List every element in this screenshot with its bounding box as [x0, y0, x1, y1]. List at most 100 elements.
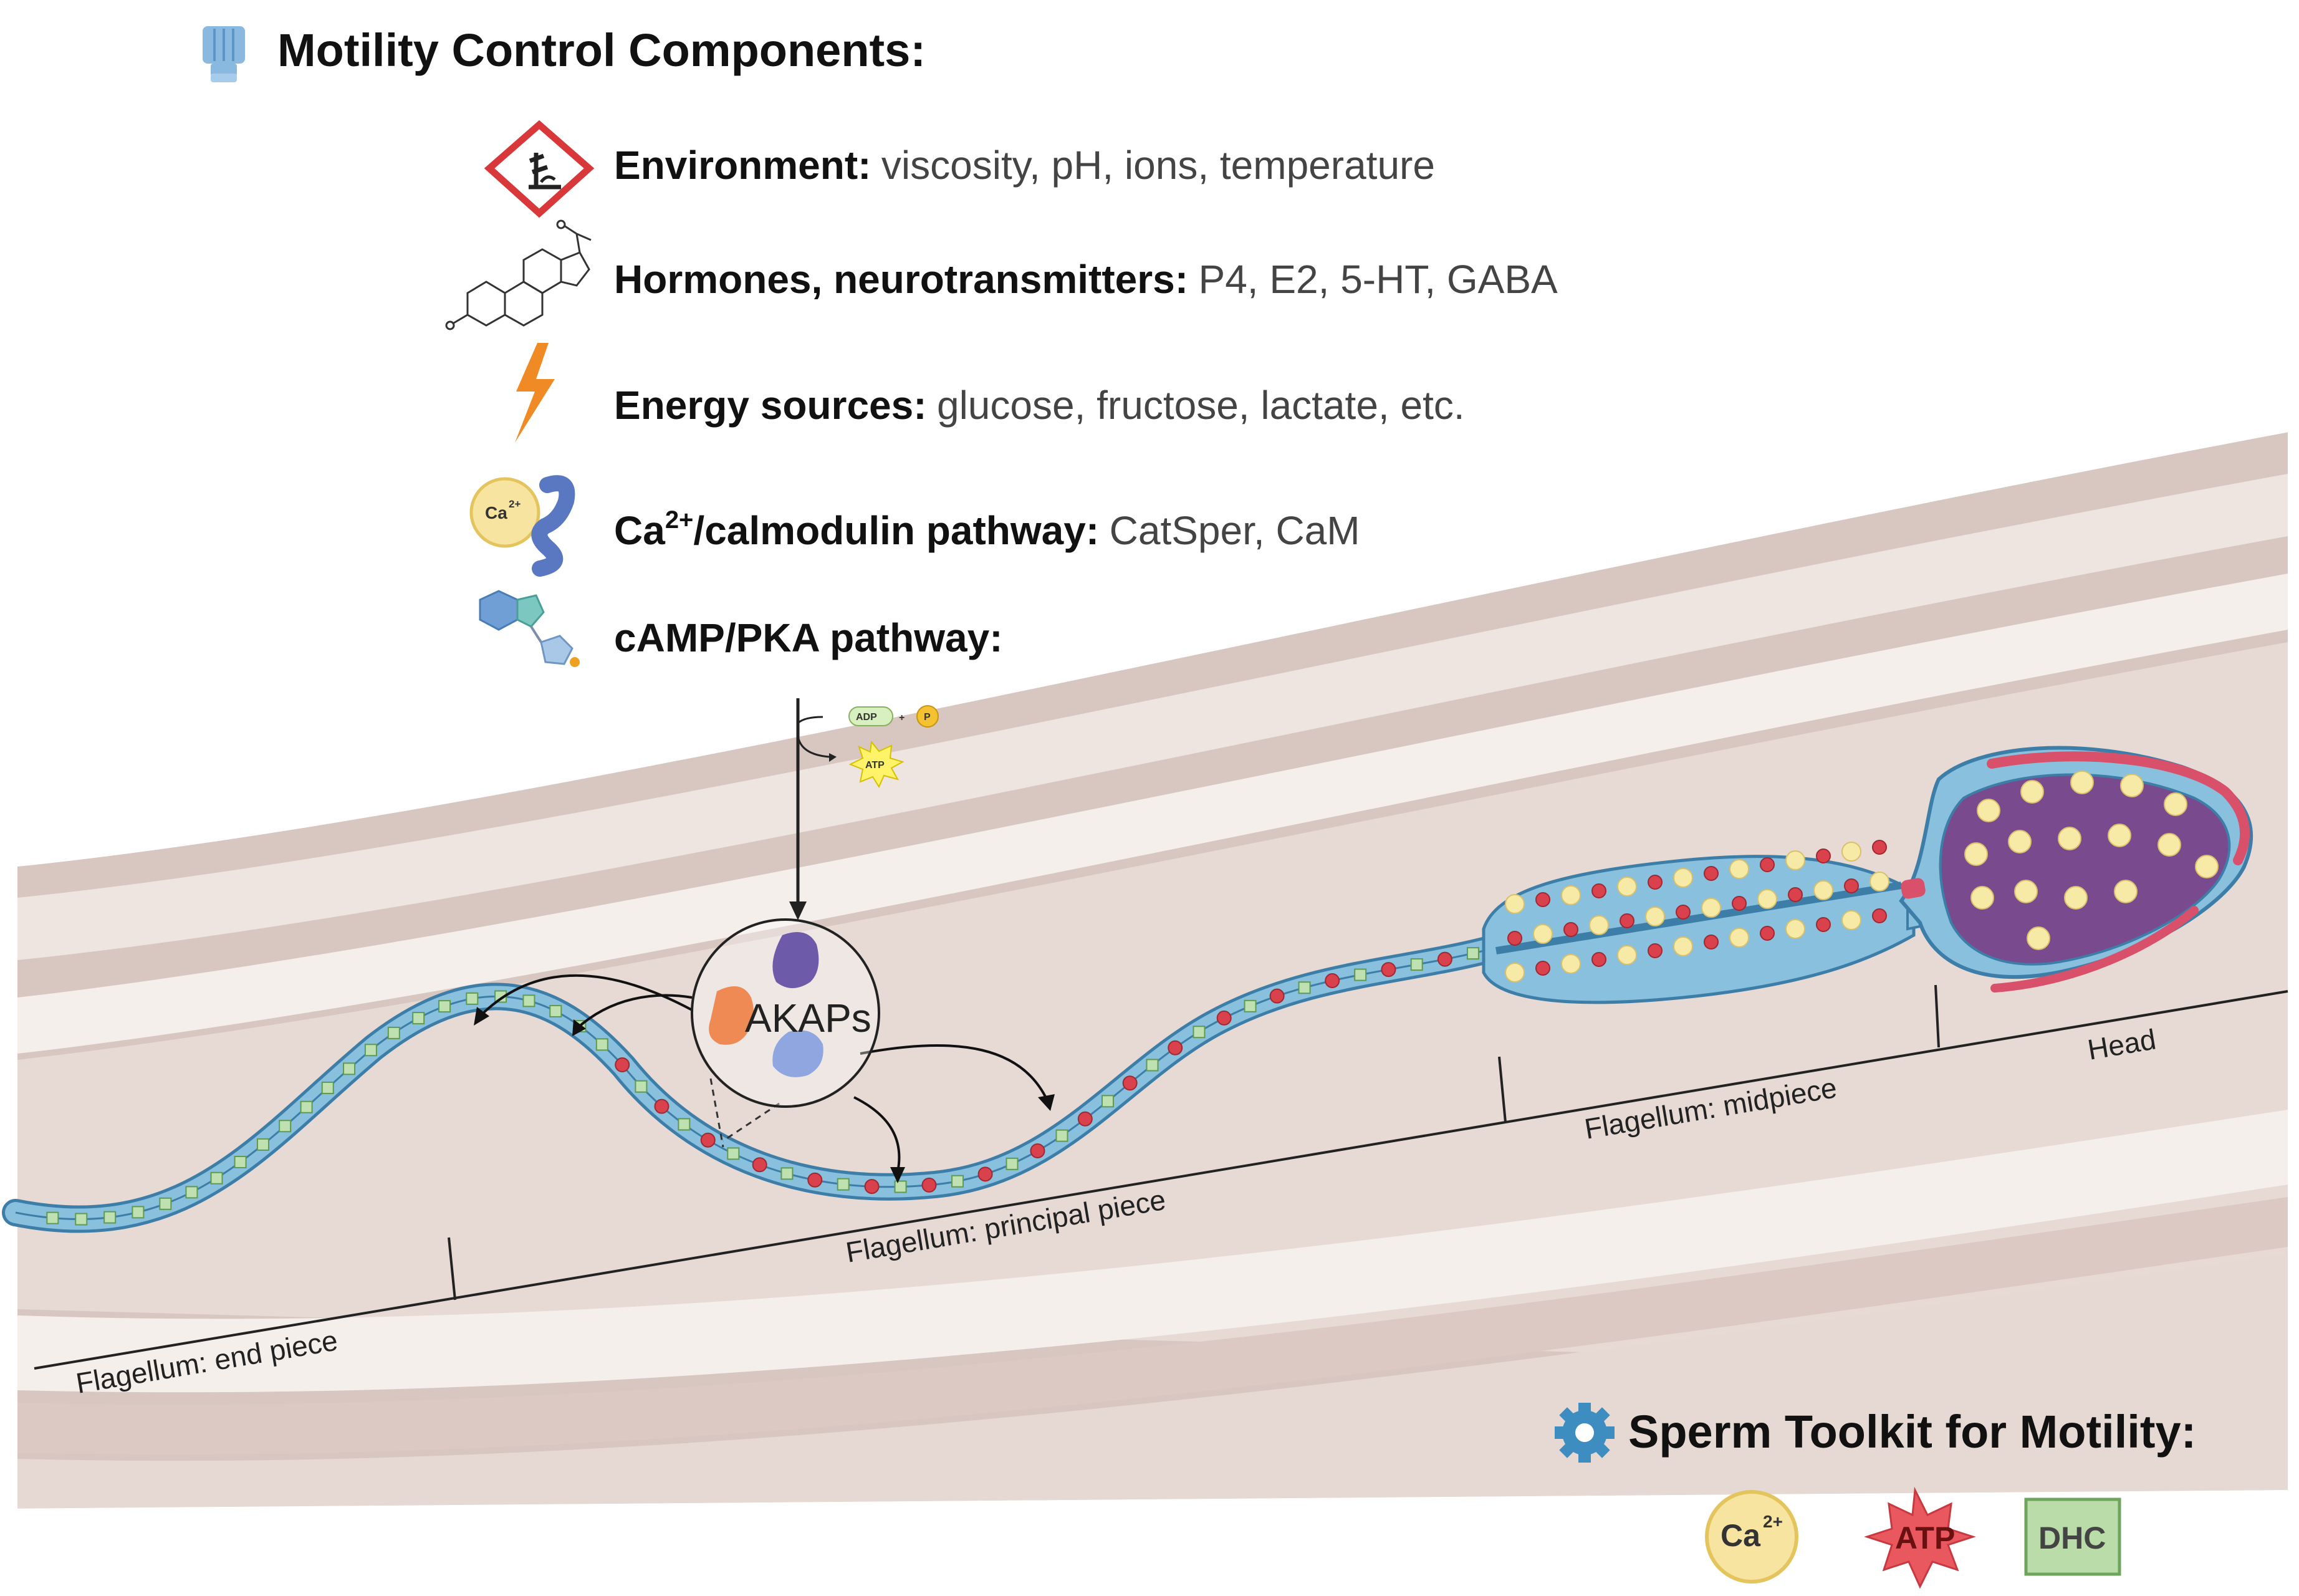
akaps-label: AKAPs [745, 996, 871, 1041]
dhc-marker [1354, 968, 1367, 981]
dhc-marker [635, 1080, 648, 1093]
dhc-marker [1193, 1026, 1206, 1039]
atp-marker [654, 1098, 670, 1114]
dhc-marker [466, 992, 479, 1005]
components-title-text: Motility Control Components: [277, 24, 926, 76]
atp-spot [1620, 913, 1634, 928]
atp-marker [807, 1172, 823, 1188]
environment-text: Environment: viscosity, pH, ions, temper… [614, 143, 1435, 188]
toolkit-dhc-text: DHC [2038, 1521, 2106, 1555]
dhc-marker [780, 1167, 794, 1180]
calcium-calmodulin-icon: Ca 2+ [469, 475, 575, 577]
akaps-complex: AKAPs [474, 918, 1055, 1183]
reproductive-tract-background [17, 430, 2288, 1509]
dhc-marker [837, 1178, 850, 1191]
mitochondria-dot [1617, 945, 1637, 965]
dhc-marker [185, 1186, 198, 1199]
mitochondria-dot [1505, 894, 1525, 914]
hormones-text: Hormones, neurotransmitters: P4, E2, 5-H… [614, 257, 1558, 302]
dhc-marker [1466, 947, 1479, 960]
dhc-marker [1298, 981, 1311, 994]
component-row-hormones: Hormones, neurotransmitters: P4, E2, 5-H… [445, 219, 1558, 330]
dhc-marker [549, 1004, 562, 1017]
atp-spot [1648, 943, 1663, 958]
atp-spot [1872, 908, 1887, 923]
head-dots [1964, 771, 2219, 950]
dhc-marker [75, 1213, 88, 1226]
dhc-marker [894, 1180, 907, 1193]
atp-spot [1872, 840, 1887, 855]
component-row-camp-pka: cAMP/PKA pathway: [479, 590, 1003, 667]
dhc-marker [1101, 1095, 1114, 1108]
dhc-marker [103, 1211, 117, 1224]
dhc-marker [159, 1197, 172, 1210]
dhc-marker [300, 1100, 313, 1113]
head-dot [2120, 774, 2144, 797]
dhc-marker [210, 1171, 223, 1185]
dhc-marker [1410, 958, 1423, 971]
head-dot [2064, 886, 2088, 910]
dhc-marker [1006, 1157, 1019, 1170]
head-dot [2058, 827, 2081, 850]
mitochondria-dot [1561, 954, 1581, 974]
atp-spot [1704, 866, 1719, 881]
atp-marker [921, 1177, 937, 1193]
head-dot [2164, 792, 2187, 816]
lightning-icon [515, 343, 555, 443]
atp-marker [1381, 962, 1396, 978]
mitochondria-dot [1841, 842, 1861, 862]
dhc-marker [412, 1012, 425, 1025]
mitochondria-dot [1785, 850, 1805, 870]
atp-spot [1732, 896, 1747, 911]
atp-spot [1760, 857, 1775, 872]
energy-text: Energy sources: glucose, fructose, lacta… [614, 383, 1465, 428]
toolkit-calcium-text: Ca [1721, 1518, 1761, 1553]
atp-spot [1704, 935, 1719, 949]
mitochondria-dot [1813, 880, 1833, 900]
hormones-detail: P4, E2, 5-HT, GABA [1199, 257, 1558, 302]
dhc-marker [678, 1118, 691, 1131]
dhc-marker [234, 1155, 247, 1168]
atp-marker [1325, 973, 1340, 989]
toolkit-atp-text: ATP [1895, 1521, 1955, 1555]
top-white-area [0, 0, 2299, 867]
head-dot [1977, 799, 2000, 822]
atp-spot [1563, 922, 1578, 937]
dhc-marker [438, 1000, 451, 1013]
svg-text:2+: 2+ [509, 498, 521, 510]
component-row-calmodulin: Ca 2+ Ca2+/calmodulin pathway: CatSper, … [469, 475, 1360, 577]
head-dot [2108, 824, 2131, 847]
toolkit-calcium-icon: Ca 2+ [1705, 1490, 1798, 1584]
calmodulin-label-sup: 2+ [665, 506, 694, 534]
dhc-marker [343, 1062, 356, 1075]
sperm-flagellum [2, 928, 1541, 1233]
head-dot [2008, 830, 2032, 853]
dhc-marker [727, 1147, 740, 1160]
toolkit-dhc-icon: DHC [2024, 1497, 2121, 1576]
atp-burst-small [848, 740, 905, 789]
environment-detail: viscosity, pH, ions, temperature [881, 143, 1435, 188]
environment-hazard-icon [484, 120, 595, 218]
toolkit-section: Sperm Toolkit for Motility: Ca 2+ ATP DH… [1555, 1403, 2196, 1589]
head-dot [2114, 880, 2138, 903]
mitochondria-dot [1673, 936, 1693, 956]
atp-marker [977, 1166, 993, 1182]
head-dot [2157, 833, 2181, 857]
mitochondria-dot [1673, 868, 1693, 888]
component-row-environment: Environment: viscosity, pH, ions, temper… [484, 120, 1435, 218]
energy-label: Energy sources: [614, 383, 927, 428]
mitochondria-dot [1505, 963, 1525, 983]
atp-marker [700, 1132, 716, 1148]
dhc-marker [387, 1026, 400, 1039]
dhc-marker [321, 1081, 334, 1094]
atp-marker [1437, 951, 1452, 967]
gear-icon [1555, 1403, 1615, 1463]
calmodulin-text: Ca2+/calmodulin pathway: CatSper, CaM [614, 506, 1360, 553]
atp-marker [864, 1179, 880, 1195]
atp-spot [1535, 961, 1550, 976]
atp-spot [1816, 917, 1831, 932]
toolkit-calcium-sup: 2+ [1763, 1512, 1783, 1531]
flagellum-markers [46, 939, 1509, 1226]
head-dot [1964, 842, 1988, 866]
atp-marker [615, 1057, 630, 1073]
